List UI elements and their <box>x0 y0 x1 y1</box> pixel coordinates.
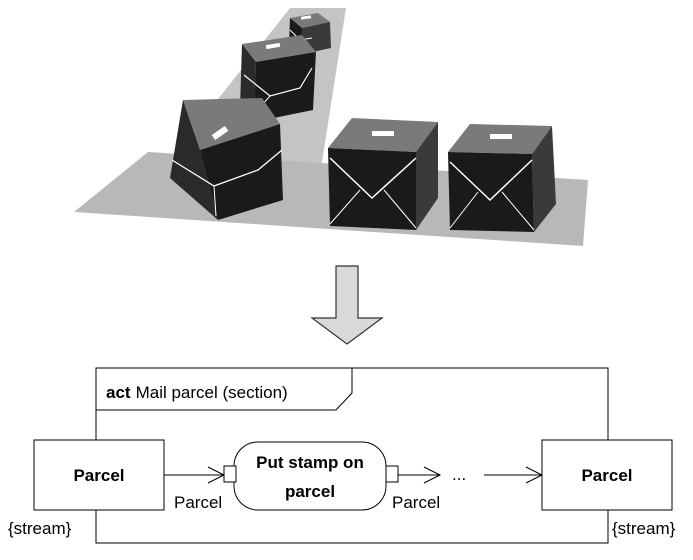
parcel-icon <box>328 118 438 230</box>
frame-name-tab <box>96 368 353 411</box>
left-node-label: Parcel <box>73 466 124 485</box>
input-pin <box>223 465 237 483</box>
flow-edge <box>484 466 544 484</box>
left-object-node: Parcel {stream} <box>8 439 165 538</box>
continuation-ellipsis: ... <box>452 465 466 484</box>
action-node: Put stamp on parcel <box>233 441 387 511</box>
left-stream-constraint: {stream} <box>8 519 72 538</box>
conveyor-illustration <box>74 8 588 246</box>
right-node-label: Parcel <box>581 466 632 485</box>
transform-arrow <box>310 265 384 345</box>
action-label-line2: parcel <box>285 482 335 501</box>
flow-edge <box>398 466 442 484</box>
output-pin-label: Parcel <box>392 493 440 512</box>
right-stream-constraint: {stream} <box>612 519 676 538</box>
right-object-node: Parcel {stream} <box>541 439 676 538</box>
output-pin <box>385 465 399 483</box>
action-label-line1: Put stamp on <box>256 453 364 472</box>
flow-edge <box>164 466 226 484</box>
parcel-icon <box>170 98 283 220</box>
parcel-icon <box>448 124 556 232</box>
parcel-icon <box>240 35 316 122</box>
input-pin-label: Parcel <box>174 493 222 512</box>
